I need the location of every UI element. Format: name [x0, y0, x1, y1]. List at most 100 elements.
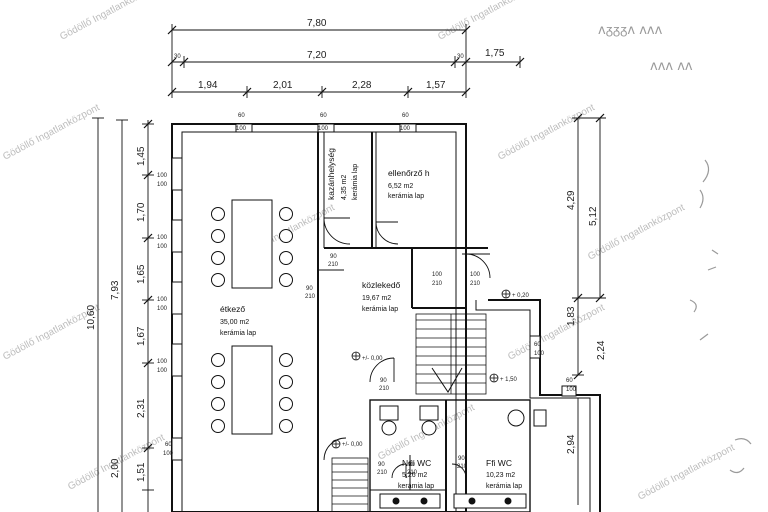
window-label: 100	[157, 173, 168, 179]
level-label: +/- 0,00	[342, 442, 363, 448]
dim-left-outer: 10,60	[86, 305, 97, 330]
chair	[279, 229, 293, 243]
window-label: 60	[566, 378, 573, 384]
window-label: 100	[236, 126, 247, 132]
level-markers: +/- 0,00 + 1,50 +/- 0,00 + 0,20	[331, 289, 530, 449]
watermark: Gödöllő Ingatlanközpont	[58, 0, 159, 43]
walls	[171, 123, 601, 512]
door-label: 210	[470, 281, 481, 287]
dim-top-row3-1: 2,01	[273, 80, 293, 91]
room-floor-kazan: kerámia lap	[352, 164, 359, 200]
window-label: 60	[165, 442, 172, 448]
watermark: Gödöllő Ingatlanközpont	[1, 102, 102, 162]
chair	[279, 419, 293, 433]
dim-left-inner-5: 2,00	[110, 458, 121, 478]
window-label: 60	[238, 113, 245, 119]
door-label: 90	[458, 456, 465, 462]
window-label: 100	[157, 368, 168, 374]
level-label: + 0,20	[512, 293, 530, 299]
door-label: 100	[470, 272, 481, 278]
dim-left-inner-0: 1,45	[136, 146, 147, 166]
dim-right-inner-1: 1,83	[566, 306, 577, 326]
dim-top-row2-1: 7,20	[307, 50, 327, 61]
dim-top-row2-2: 30	[457, 54, 464, 60]
window-labels: 60 100 60 100 60 100 100 100 100 100 100…	[157, 113, 577, 457]
chair	[279, 353, 293, 367]
watermark: Gödöllő Ingatlanközpont	[496, 102, 597, 162]
door-label: 210	[432, 281, 443, 287]
room-name-kazan: kazánhelység	[326, 148, 336, 200]
chair	[211, 375, 225, 389]
door-label: 90	[378, 462, 385, 468]
chair	[211, 353, 225, 367]
window-label: 60	[402, 113, 409, 119]
room-area-noi-wc: 5,26 m2	[402, 472, 427, 479]
dim-left-inner-1: 1,70	[136, 202, 147, 222]
dim-top-total: 7,80	[307, 18, 327, 29]
dim-left-inner-6: 1,51	[136, 462, 147, 482]
chair	[211, 251, 225, 265]
dim-right-inner-2: 2,24	[596, 340, 607, 360]
dim-top-row3-0: 1,94	[198, 80, 218, 91]
door-label: 90	[306, 286, 313, 292]
room-name-kozlekedo: közlekedő	[362, 280, 401, 290]
door-label: 210	[457, 464, 468, 470]
room-name-noi-wc: Női WC	[402, 458, 431, 468]
watermark: Gödöllő Ingatlanközpont	[506, 302, 607, 362]
windows	[171, 123, 577, 461]
window-label: 100	[157, 244, 168, 250]
chair	[279, 375, 293, 389]
window-label: 100	[157, 306, 168, 312]
room-area-etkezo: 35,00 m2	[220, 319, 249, 326]
room-name-ellenorzo: ellenőrző h	[388, 168, 430, 178]
handwriting-scribbles	[689, 159, 752, 474]
dimension-ticks	[143, 25, 605, 453]
dim-left-inner-4: 2,31	[136, 398, 147, 418]
doors	[318, 217, 491, 479]
chair	[279, 397, 293, 411]
window-label: 100	[400, 126, 411, 132]
chair	[211, 229, 225, 243]
watermark: Gödöllő Ingatlanközpont	[586, 202, 687, 262]
handwriting: ᴧᴧᴧ ᴧᴧ	[650, 59, 693, 74]
stairs	[331, 313, 487, 512]
room-labels: étkező 35,00 m2 kerámia lap kazánhelység…	[220, 148, 522, 490]
room-name-etkezo: étkező	[220, 304, 245, 314]
window-label: 100	[157, 182, 168, 188]
window-label: 100	[157, 235, 168, 241]
window-label: 100	[157, 359, 168, 365]
door-label: 210	[377, 470, 388, 476]
dim-top-row2-0: 30	[174, 54, 181, 60]
chair	[211, 273, 225, 287]
door-label: 100	[432, 272, 443, 278]
dim-left-mid: 7,93	[110, 280, 121, 300]
watermark: Gödöllő Ingatlanközpont	[636, 442, 737, 502]
chair	[211, 419, 225, 433]
dim-wc-block: 2,94	[566, 434, 577, 454]
watermark: Gödöllő Ingatlanközpont	[436, 0, 537, 43]
watermarks: Gödöllő Ingatlanközpont Gödöllő Ingatlan…	[1, 0, 737, 503]
dim-right-outer: 5,12	[588, 206, 599, 226]
chair	[279, 273, 293, 287]
dining-table	[231, 199, 273, 289]
door-label: 90	[408, 462, 415, 468]
chair	[211, 207, 225, 221]
handwriting: ᴧᵹᵹᵹᴧ ᴧᴧᴧ	[598, 23, 663, 38]
room-floor-kozlekedo: kerámia lap	[362, 306, 398, 313]
level-label: + 1,50	[500, 377, 518, 383]
room-area-kozlekedo: 19,67 m2	[362, 295, 391, 302]
dim-top-row3-3: 1,57	[426, 80, 446, 91]
window-label: 100	[534, 351, 545, 357]
chair	[279, 207, 293, 221]
dim-left-inner-2: 1,65	[136, 264, 147, 284]
chair	[211, 397, 225, 411]
dim-left-inner-3: 1,67	[136, 326, 147, 346]
chair	[279, 251, 293, 265]
window-label: 100	[163, 451, 174, 457]
dimension-lines	[92, 24, 606, 512]
dim-top-row2-3: 1,75	[485, 48, 505, 59]
door-label: 210	[305, 294, 316, 300]
window-label: 60	[534, 342, 541, 348]
room-floor-ffi-wc: kerámia lap	[486, 483, 522, 490]
